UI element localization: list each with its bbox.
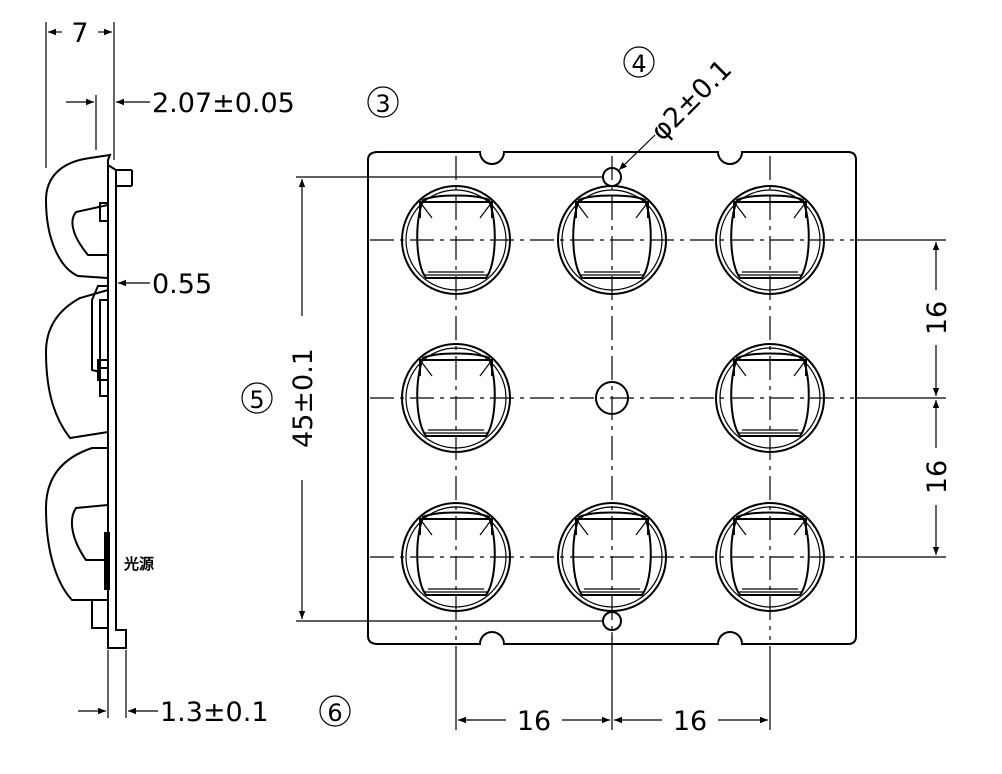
dim-height: 45±0.1 [288, 348, 319, 448]
note-6: 6 [327, 699, 342, 727]
dim-pitch-v2: 16 [922, 460, 953, 494]
lens [715, 502, 825, 612]
dim-hole: φ2±0.1 [645, 54, 738, 147]
dim-pitch-h1: 16 [517, 706, 551, 737]
note-5-circle [241, 382, 273, 414]
dim-pitch-h2: 16 [673, 706, 707, 737]
note-4: 4 [631, 50, 646, 78]
dim-wall: 0.55 [152, 269, 212, 300]
light-source-chip [104, 532, 110, 590]
label-light-source: 光源 [123, 555, 154, 573]
note-6-circle [319, 695, 351, 727]
side-view: 7 2.07±0.05 3 光源 0.55 1.3±0.1 [44, 18, 399, 728]
lens [401, 502, 511, 612]
lens [557, 502, 667, 612]
note-4-circle [623, 46, 655, 78]
front-view: 45±0.1 5 φ2±0.1 4 16 16 16 16 [241, 46, 953, 737]
note-5: 5 [249, 386, 264, 414]
lens [401, 343, 511, 453]
lens [715, 185, 825, 295]
dim-width: 7 [71, 18, 88, 49]
dim-base: 2.07±0.05 [152, 88, 295, 119]
lens [715, 343, 825, 453]
center-hole [595, 381, 629, 415]
note-3-circle [367, 86, 399, 118]
dim-gap: 1.3±0.1 [160, 697, 269, 728]
lens [401, 185, 511, 295]
note-3: 3 [375, 90, 390, 118]
lens-grid [401, 185, 825, 612]
lens [557, 185, 667, 295]
dim-pitch-v1: 16 [922, 301, 953, 335]
plate-outline [367, 151, 857, 645]
